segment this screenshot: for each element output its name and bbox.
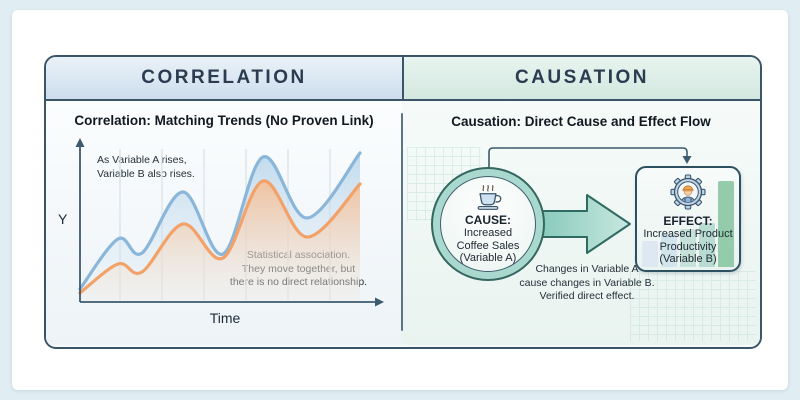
- grid-texture-bottom-right: [630, 271, 756, 341]
- correlation-header-label: CORRELATION: [141, 67, 307, 88]
- chart-trend-lines: [78, 151, 362, 295]
- effect-node: EFFECT: Increased Product Productivity (…: [635, 166, 741, 272]
- productivity-bar: [699, 223, 715, 267]
- correlation-chart: [75, 138, 384, 307]
- causation-note: Changes in Variable A cause changes in V…: [519, 263, 655, 302]
- coffee-cup-icon: [477, 185, 502, 211]
- panel-body: Correlation: Matching Trends (No Proven …: [46, 101, 760, 345]
- diagram-card: CORRELATION CAUSATION Correlation: Match…: [12, 10, 788, 390]
- cause-heading: CAUSE:: [464, 213, 511, 228]
- effect-detail: Increased Product Productivity (Variable…: [643, 228, 733, 265]
- correlation-header: CORRELATION: [46, 57, 404, 99]
- worker-gear-icon: [670, 174, 706, 210]
- productivity-bar: [718, 181, 734, 267]
- cause-node: CAUSE: Increased Coffee Sales (Variable …: [431, 167, 545, 281]
- panel-header: CORRELATION CAUSATION: [46, 57, 760, 101]
- causation-title: Causation: Direct Cause and Effect Flow: [451, 114, 711, 129]
- panel-divider: [401, 113, 403, 331]
- chart-area-fills: [80, 153, 360, 301]
- causation-flow-graphics: [488, 147, 692, 254]
- x-axis-label: Time: [209, 310, 241, 326]
- cause-to-effect-arrow-icon: [536, 194, 631, 254]
- productivity-bar: [661, 234, 677, 267]
- comparison-panel: CORRELATION CAUSATION Correlation: Match…: [44, 55, 762, 349]
- effect-node-content: EFFECT: Increased Product Productivity (…: [637, 168, 739, 270]
- cause-detail: Increased Coffee Sales (Variable A): [456, 227, 520, 265]
- correlation-section: Correlation: Matching Trends (No Proven …: [46, 101, 402, 345]
- chart-axes: [75, 138, 384, 307]
- effect-heading: EFFECT:: [663, 214, 713, 228]
- correlation-title: Correlation: Matching Trends (No Proven …: [74, 113, 374, 128]
- causation-section: Causation: Direct Cause and Effect Flow: [402, 101, 760, 345]
- productivity-bars-background: [637, 168, 739, 270]
- productivity-bar: [642, 241, 658, 267]
- causation-header: CAUSATION: [404, 57, 760, 99]
- feedback-connector-arrow-icon: [488, 147, 692, 168]
- cause-node-inner: CAUSE: Increased Coffee Sales (Variable …: [440, 176, 536, 272]
- y-axis-label: Y: [58, 211, 68, 227]
- causation-header-label: CAUSATION: [514, 67, 650, 88]
- productivity-bar: [680, 229, 696, 267]
